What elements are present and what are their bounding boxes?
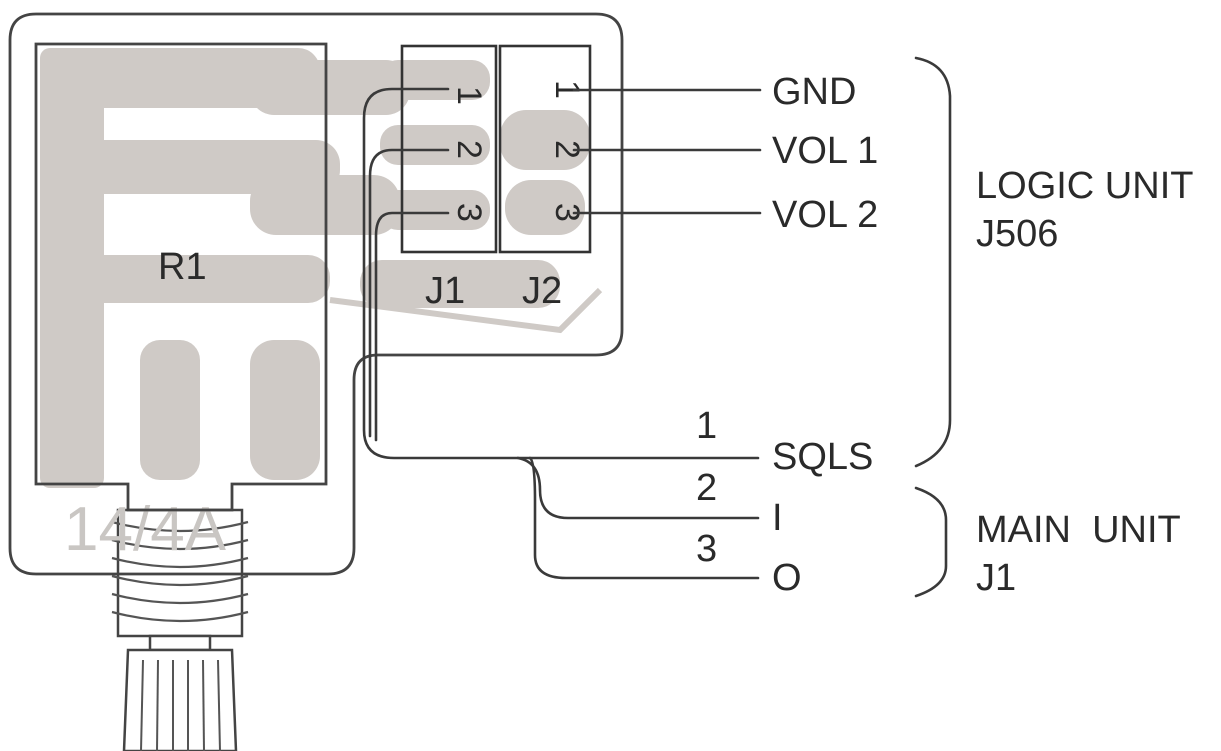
signal-sqls: SQLS (772, 436, 873, 478)
main-unit-brace (914, 486, 948, 598)
j1-pin-1: 1 (450, 86, 488, 105)
logic-unit-connector: J506 (976, 213, 1058, 255)
signal-i-pin: 2 (696, 467, 717, 509)
j2-pin-1: 1 (548, 80, 586, 99)
pcb-traces (40, 48, 603, 488)
signal-o-pin: 3 (696, 528, 717, 570)
logic-unit-brace (914, 56, 952, 468)
connector-j2-label: J2 (522, 270, 562, 312)
main-unit-connector: J1 (976, 557, 1016, 599)
resistor-label: R1 (158, 246, 207, 288)
signal-sqls-pin: 1 (696, 405, 717, 447)
signal-vol2: VOL 2 (772, 194, 878, 236)
j2-pin-2: 2 (548, 140, 586, 159)
j2-pin-3: 3 (548, 203, 586, 222)
pcb-outline (8, 12, 624, 576)
signal-i: I (772, 497, 783, 539)
board-marking: 14/4A (64, 495, 227, 564)
j1-pin-3: 3 (450, 203, 488, 222)
j2-wires (572, 88, 762, 215)
j1-pin-2: 2 (450, 140, 488, 159)
signal-gnd: GND (772, 71, 856, 113)
signal-o: O (772, 557, 802, 599)
signal-vol1: VOL 1 (772, 130, 878, 172)
resistor-outline (34, 42, 328, 512)
connector-j1-label: J1 (425, 270, 465, 312)
logic-unit-label: LOGIC UNIT (976, 165, 1193, 207)
main-unit-label: MAIN UNIT (976, 509, 1181, 551)
j1-wires (362, 87, 760, 580)
